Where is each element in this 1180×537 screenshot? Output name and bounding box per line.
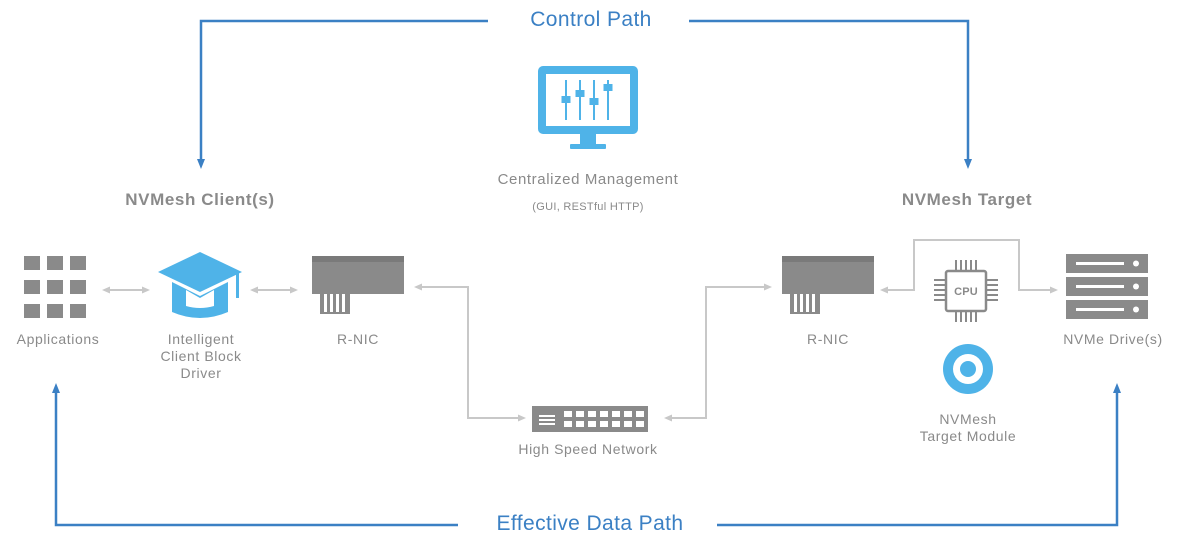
target-module-label: NVMesh Target Module — [908, 411, 1028, 445]
target-module-line2: Target Module — [919, 428, 1017, 444]
driver-label-line2: Client Block — [160, 348, 242, 364]
target-module-line1: NVMesh — [939, 411, 997, 427]
driver-label-line1: Intelligent — [167, 331, 235, 347]
driver-label-line3: Driver — [180, 365, 222, 381]
control-path-label: Control Path — [508, 8, 674, 32]
target-rnic-card-icon — [780, 254, 876, 316]
monitor-icon — [536, 64, 640, 154]
data-path-line-right — [717, 383, 1121, 527]
nvme-drives-label: NVMe Drive(s) — [1063, 331, 1163, 347]
applications-label: Applications — [16, 331, 100, 347]
connector-client-rnic-network — [414, 283, 526, 422]
driver-label: Intelligent Client Block Driver — [146, 331, 256, 382]
target-rnic-label: R-NIC — [807, 331, 849, 347]
target-module-circle-icon — [942, 343, 994, 395]
cpu-chip-icon — [932, 258, 1000, 324]
management-subtitle: (GUI, RESTful HTTP) — [532, 201, 644, 213]
connector-network-target-rnic — [664, 283, 772, 422]
client-rnic-label: R-NIC — [337, 331, 379, 347]
target-heading: NVMesh Target — [901, 190, 1033, 209]
network-switch-icon — [532, 406, 648, 432]
management-title: Centralized Management — [497, 171, 679, 188]
data-path-line-left — [52, 383, 458, 527]
data-path-label: Effective Data Path — [466, 512, 714, 536]
client-rnic-card-icon — [310, 254, 406, 316]
nvme-drives-server-icon — [1066, 254, 1148, 320]
cpu-chip-text: CPU — [954, 286, 978, 298]
control-path-line-right — [689, 19, 972, 169]
control-path-line-left — [197, 19, 488, 169]
client-heading: NVMesh Client(s) — [125, 190, 275, 209]
network-label: High Speed Network — [518, 441, 658, 457]
connector-target-rnic-drives — [880, 239, 1058, 294]
graduation-cap-icon — [156, 250, 244, 322]
applications-grid-icon — [24, 256, 88, 320]
